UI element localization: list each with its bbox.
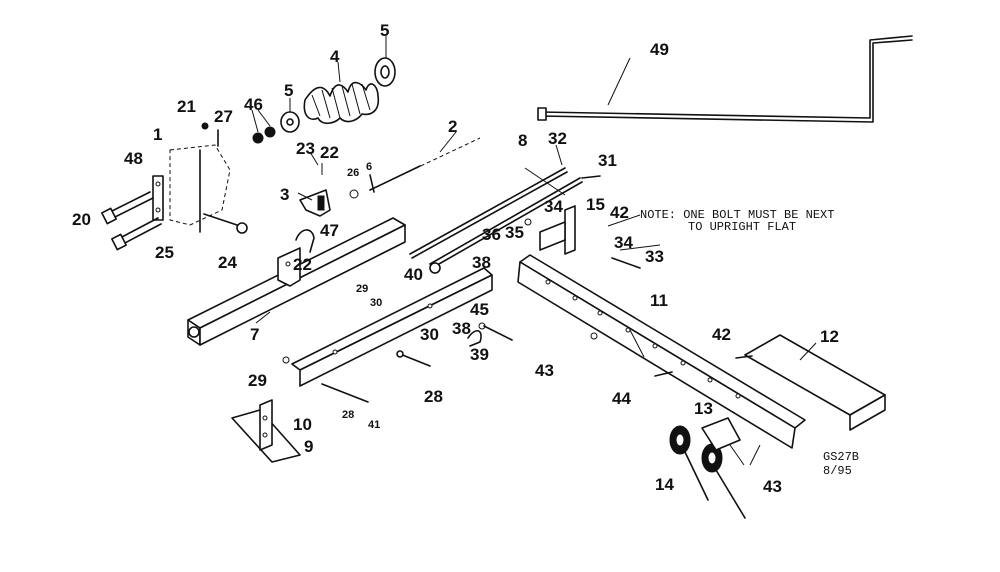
callout-49: 49 xyxy=(650,40,669,59)
callout-27: 27 xyxy=(214,107,233,126)
part-46-nuts xyxy=(251,109,276,144)
part-28-bolt-lower xyxy=(396,350,431,367)
callout-41: 41 xyxy=(368,419,380,431)
callout-46: 46 xyxy=(244,95,263,114)
callout-39: 39 xyxy=(470,345,489,364)
callout-30-lower: 30 xyxy=(420,325,439,344)
callout-labels: 49 4 5 5 46 21 27 1 48 20 25 24 23 22 3 … xyxy=(72,21,859,496)
part-26-washer xyxy=(349,189,359,199)
part-3-clip xyxy=(299,189,331,217)
part-5-washer-left xyxy=(280,111,300,133)
drawing-code: GS27B xyxy=(823,450,859,464)
part-42-bolt xyxy=(735,355,753,359)
callout-28-small: 28 xyxy=(342,409,354,421)
part-38-pin xyxy=(478,322,513,341)
callout-5-top: 5 xyxy=(380,21,389,40)
callout-5-left: 5 xyxy=(284,81,293,100)
callout-44: 44 xyxy=(612,389,631,408)
part-44-bolt xyxy=(654,371,673,377)
part-31-bolt xyxy=(581,175,601,179)
callout-34-top: 34 xyxy=(544,197,563,216)
note-line-1: NOTE: ONE BOLT MUST BE NEXT xyxy=(640,208,834,222)
callout-6: 6 xyxy=(366,161,372,173)
callout-23: 23 xyxy=(296,139,315,158)
part-20-bolts xyxy=(101,191,162,251)
callout-25: 25 xyxy=(155,243,174,262)
callout-42-right: 42 xyxy=(712,325,731,344)
callout-11: 11 xyxy=(650,291,668,310)
part-6-pin xyxy=(369,174,375,193)
part-21-nut xyxy=(201,122,209,130)
callout-31: 31 xyxy=(598,151,617,170)
callout-30-top: 30 xyxy=(370,297,382,309)
part-12-end-plate xyxy=(744,334,886,431)
callout-35: 35 xyxy=(505,223,524,242)
callout-48: 48 xyxy=(124,149,143,168)
callout-43-left: 43 xyxy=(535,361,554,380)
callout-32: 32 xyxy=(548,129,567,148)
part-14-springs xyxy=(669,425,746,519)
callout-45: 45 xyxy=(470,300,489,319)
part-47-link xyxy=(295,229,315,253)
callout-21: 21 xyxy=(177,97,196,116)
part-41-pin xyxy=(321,383,369,403)
part-29-nut xyxy=(282,356,290,364)
callout-13: 13 xyxy=(694,399,713,418)
callout-8: 8 xyxy=(518,131,527,150)
callout-38-top: 38 xyxy=(472,253,491,272)
part-13-bracket xyxy=(701,417,741,451)
part-39-hairpin xyxy=(467,330,482,347)
part-43-nut xyxy=(590,332,598,340)
callout-20: 20 xyxy=(72,210,91,229)
callout-36: 36 xyxy=(482,225,501,244)
part-15-bracket xyxy=(539,205,576,255)
part-33-bolt xyxy=(611,257,641,269)
part-36-washer xyxy=(524,218,532,226)
callout-28: 28 xyxy=(424,387,443,406)
part-2-chain xyxy=(369,137,481,191)
callout-22-top: 22 xyxy=(320,143,339,162)
callout-22-lower: 22 xyxy=(293,255,312,274)
part-7-frame xyxy=(187,217,406,346)
beam-holes xyxy=(545,279,741,399)
callout-34-right: 34 xyxy=(614,233,633,252)
note-line-2: TO UPRIGHT FLAT xyxy=(688,220,796,234)
callout-42-top: 42 xyxy=(610,203,629,222)
callout-9: 9 xyxy=(304,437,313,456)
part-11-beam xyxy=(517,254,806,449)
part-49-rod xyxy=(537,35,913,123)
callout-38-lower: 38 xyxy=(452,319,471,338)
callout-47: 47 xyxy=(320,221,339,240)
callout-43-right: 43 xyxy=(763,477,782,496)
callout-2: 2 xyxy=(448,117,457,136)
callout-33: 33 xyxy=(645,247,664,266)
part-40-washer xyxy=(429,262,441,274)
callout-12: 12 xyxy=(820,327,839,346)
part-1-bracket xyxy=(169,144,231,233)
part-8-rods xyxy=(409,167,583,269)
callout-14: 14 xyxy=(655,475,674,494)
drawing-date: 8/95 xyxy=(823,464,852,478)
callout-40: 40 xyxy=(404,265,423,284)
part-48-plate xyxy=(152,175,164,221)
callout-7: 7 xyxy=(250,325,259,344)
callout-24: 24 xyxy=(218,253,237,272)
part-9-foot xyxy=(231,399,301,463)
callout-29-top: 29 xyxy=(356,283,368,295)
callout-1: 1 xyxy=(153,125,162,144)
part-24-bolt xyxy=(203,213,248,234)
part-5-washer-top xyxy=(374,57,396,87)
callout-26: 26 xyxy=(347,167,359,179)
leader-lines xyxy=(255,36,817,466)
callout-15: 15 xyxy=(586,195,605,214)
callout-29-lower: 29 xyxy=(248,371,267,390)
callout-4: 4 xyxy=(330,47,340,66)
callout-10: 10 xyxy=(293,415,312,434)
part-10-channel xyxy=(291,267,493,387)
callout-3: 3 xyxy=(280,185,289,204)
part-4-spring xyxy=(303,81,380,125)
